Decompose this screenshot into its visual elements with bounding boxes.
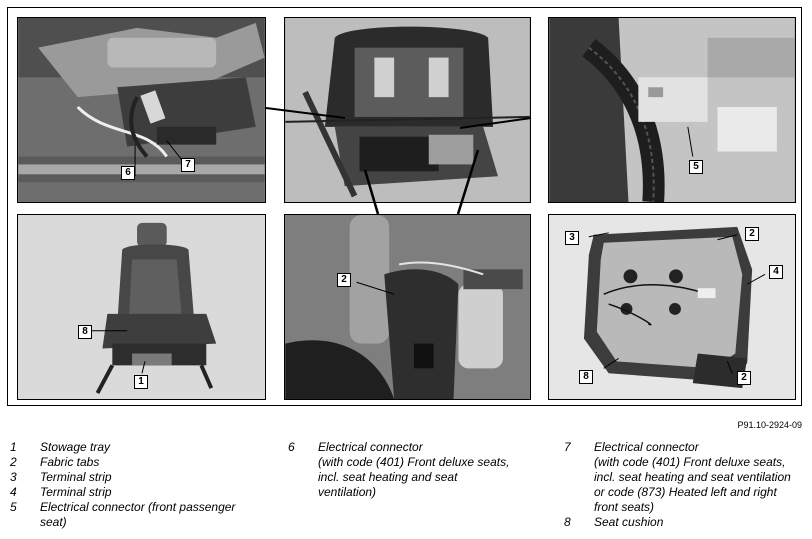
- callout-8-cushion: 8: [579, 370, 593, 384]
- callout-8: 8: [78, 325, 92, 339]
- callout-3: 3: [565, 231, 579, 245]
- seat-cushion-photo: [549, 215, 795, 399]
- callout-6: 6: [121, 166, 135, 180]
- complete-seat-photo: [18, 215, 265, 399]
- panel-seat-cushion: 3 2 4 8 2: [548, 214, 796, 400]
- fabric-tab-photo: [285, 215, 530, 399]
- callout-4: 4: [769, 265, 783, 279]
- callout-1: 1: [134, 375, 148, 389]
- callout-2-bottom: 2: [737, 371, 751, 385]
- panel-seat-frame: [284, 17, 531, 203]
- callout-2-fabric: 2: [337, 273, 351, 287]
- underseat-photo: [18, 18, 265, 202]
- callout-7: 7: [181, 158, 195, 172]
- callout-2-top: 2: [745, 227, 759, 241]
- panel-fabric-tab: 2: [284, 214, 531, 400]
- figure-reference: P91.10-2924-09: [737, 420, 802, 430]
- callout-5: 5: [689, 160, 703, 174]
- panel-passenger-connector: 5: [548, 17, 796, 203]
- passenger-connector-photo: [549, 18, 795, 202]
- panel-complete-seat: 8 1: [17, 214, 266, 400]
- seat-frame-photo: [285, 18, 530, 202]
- panel-underseat-connectors: 6 7: [17, 17, 266, 203]
